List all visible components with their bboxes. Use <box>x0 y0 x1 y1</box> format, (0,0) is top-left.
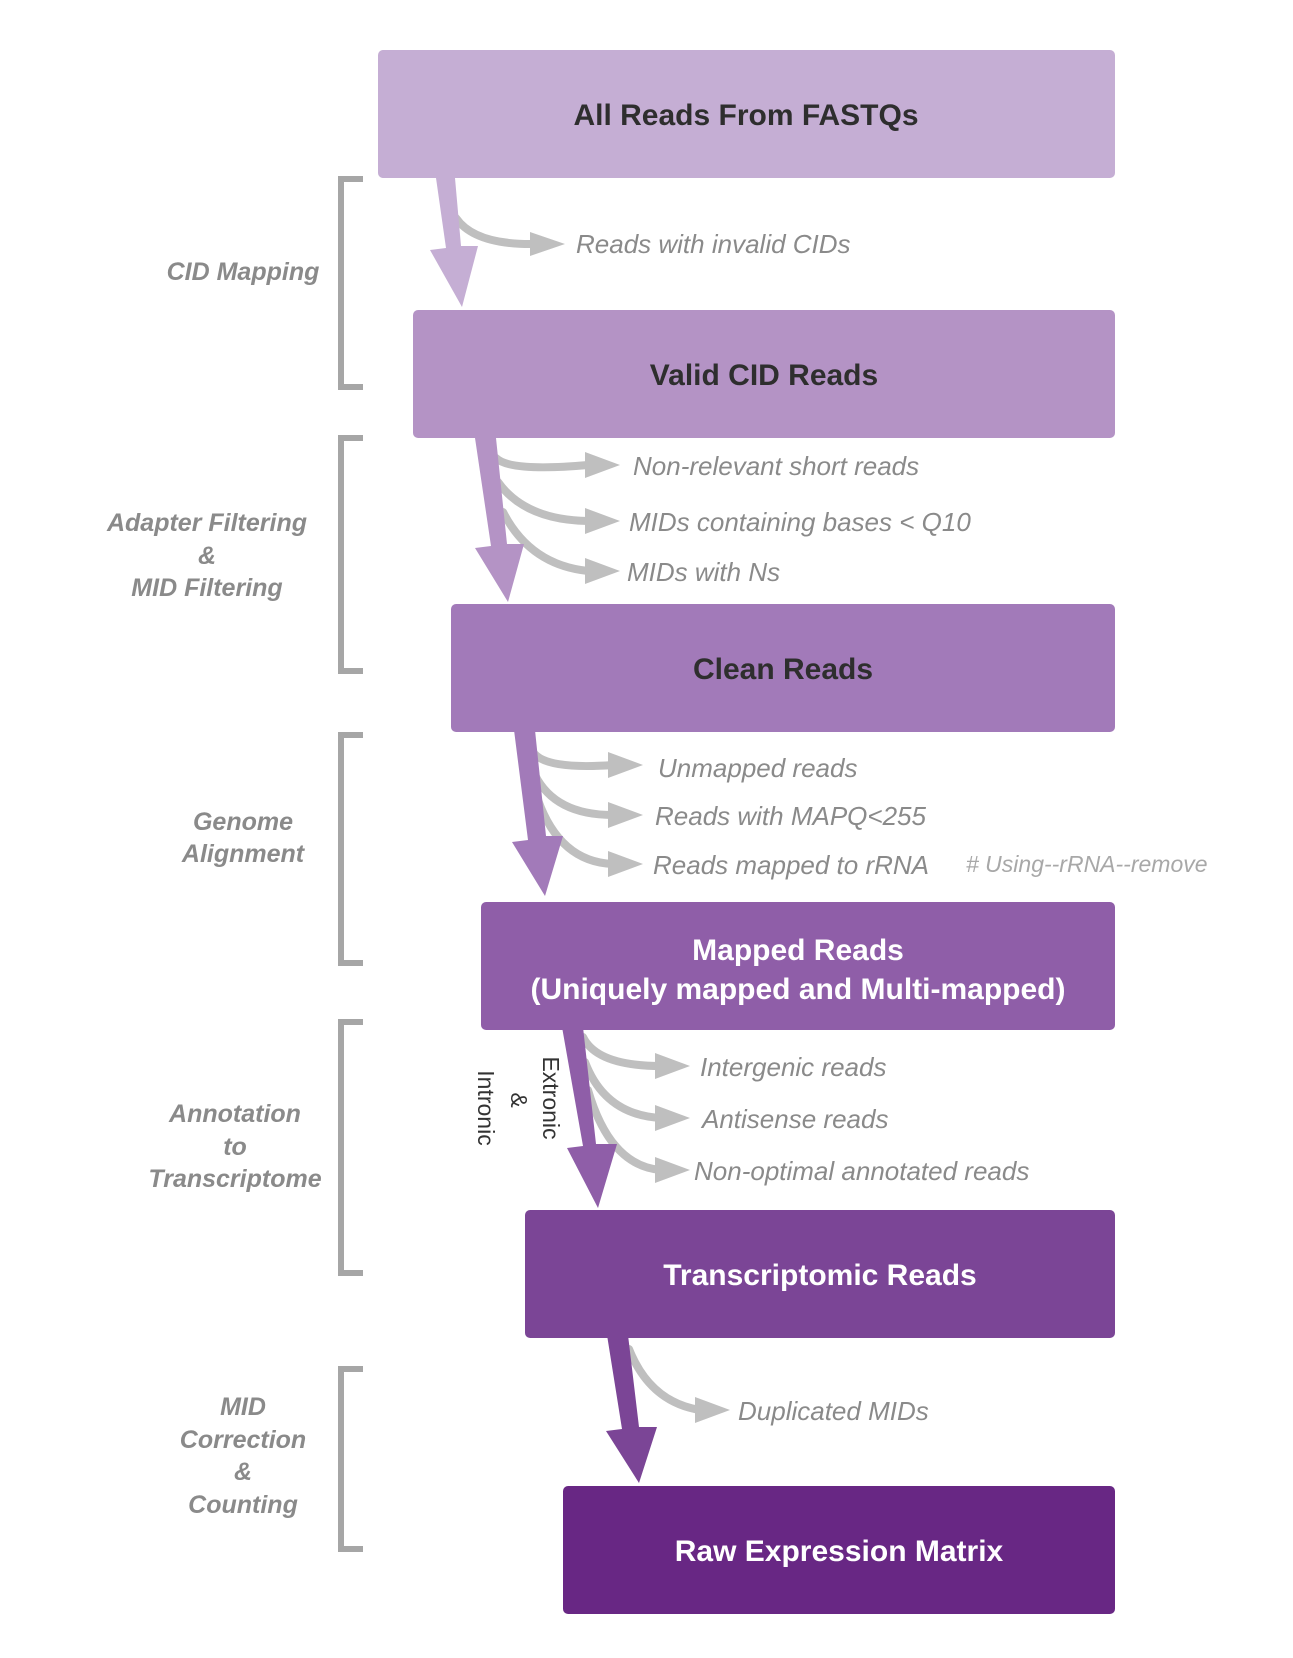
box-title: Valid CID Reads <box>650 359 878 392</box>
arrowhead <box>608 851 643 877</box>
filter-label-mapq: Reads with MAPQ<255 <box>655 801 927 831</box>
bracket-cid-mapping <box>338 176 363 390</box>
stage-line: MID <box>220 1393 266 1421</box>
arrowhead <box>655 1105 690 1131</box>
filter-label-invalid-cids: Reads with invalid CIDs <box>576 229 851 259</box>
main-arrow-5 <box>606 1335 657 1483</box>
filter-arrow-duplicated <box>625 1345 704 1414</box>
filter-arrow-mapq <box>531 771 617 819</box>
stage-line: Alignment <box>181 840 306 868</box>
box-mapped-reads: Mapped Reads (Uniquely mapped and Multi-… <box>481 902 1115 1030</box>
filter-label-rrna: Reads mapped to rRNA <box>653 850 929 880</box>
filter-arrow-ns <box>499 508 592 575</box>
bracket-mid-correction <box>338 1366 363 1552</box>
filter-label-ns: MIDs with Ns <box>627 557 780 587</box>
stage-line: to <box>223 1133 247 1161</box>
arrowhead <box>585 508 620 534</box>
arrowhead <box>585 452 620 478</box>
stage-label-mid-correction: MID Correction & Counting <box>180 1393 306 1519</box>
stage-line: Adapter Filtering <box>106 509 307 537</box>
stage-label-annotation: Annotation to Transcriptome <box>148 1100 321 1193</box>
filter-arrow-invalid-cids <box>452 214 534 248</box>
arrowhead <box>608 802 643 828</box>
box-clean-reads: Clean Reads <box>451 604 1115 732</box>
filter-arrow-antisense <box>581 1058 665 1122</box>
filter-label-intergenic: Intergenic reads <box>700 1052 886 1082</box>
arrowhead <box>608 752 643 778</box>
filter-arrowheads <box>530 232 730 1423</box>
filter-label-unmapped: Unmapped reads <box>658 753 857 783</box>
main-arrow-4 <box>562 1027 617 1208</box>
side-label-intronic: Intronic <box>473 1070 499 1145</box>
box-raw-expression-matrix: Raw Expression Matrix <box>563 1486 1115 1614</box>
filter-label-short-reads: Non-relevant short reads <box>633 451 919 481</box>
arrowhead <box>655 1053 690 1079</box>
arrowhead <box>655 1157 690 1183</box>
main-flow-arrows <box>430 178 657 1483</box>
filter-label-q10: MIDs containing bases < Q10 <box>629 507 971 537</box>
stage-line: Genome <box>193 808 293 836</box>
rrna-remove-note: # Using--rRNA--remove <box>966 851 1208 877</box>
arrowhead <box>585 558 620 584</box>
stage-label-adapter-filtering: Adapter Filtering & MID Filtering <box>106 509 307 602</box>
bracket-adapter-filtering <box>338 435 363 674</box>
stage-line: Annotation <box>168 1100 301 1128</box>
box-title: Transcriptomic Reads <box>663 1259 976 1292</box>
filter-label-non-optimal: Non-optimal annotated reads <box>694 1156 1029 1186</box>
main-arrow-1 <box>430 178 478 307</box>
main-arrow-2 <box>475 438 524 602</box>
box-subtitle: (Uniquely mapped and Multi-mapped) <box>530 973 1065 1006</box>
arrowhead <box>695 1397 730 1423</box>
stage-brackets <box>338 176 363 1552</box>
box-title: All Reads From FASTQs <box>573 99 918 132</box>
stage-line: Transcriptome <box>148 1165 321 1193</box>
box-valid-cid-reads: Valid CID Reads <box>413 310 1115 438</box>
stage-label-genome-alignment: Genome Alignment <box>181 808 306 868</box>
stage-line: & <box>234 1458 252 1486</box>
stage-line: MID Filtering <box>131 574 282 602</box>
filter-arrow-unmapped <box>529 748 617 771</box>
bracket-genome-alignment <box>338 732 363 966</box>
side-label-amp: & <box>506 1092 532 1107</box>
filter-arrow-intergenic <box>579 1033 665 1070</box>
bracket-annotation <box>338 1019 363 1276</box>
filter-arrow-short-reads <box>492 454 592 472</box>
box-title: Clean Reads <box>693 653 873 686</box>
box-title: Mapped Reads <box>692 934 904 967</box>
box-all-reads: All Reads From FASTQs <box>378 50 1115 178</box>
filter-arrow-non-optimal <box>584 1086 665 1174</box>
filter-arrow-q10 <box>494 478 592 525</box>
box-transcriptomic-reads: Transcriptomic Reads <box>525 1210 1115 1338</box>
main-arrow-3 <box>512 730 563 896</box>
filter-label-antisense: Antisense reads <box>700 1104 888 1134</box>
stage-line: & <box>198 542 216 570</box>
stage-label-cid-mapping: CID Mapping <box>167 258 320 286</box>
box-title: Raw Expression Matrix <box>675 1535 1004 1568</box>
arrowhead <box>530 232 565 256</box>
stage-line: Correction <box>180 1426 306 1454</box>
side-label-extronic: Extronic <box>538 1056 564 1139</box>
stage-line: Counting <box>188 1491 298 1519</box>
filter-label-duplicated: Duplicated MIDs <box>738 1396 929 1426</box>
